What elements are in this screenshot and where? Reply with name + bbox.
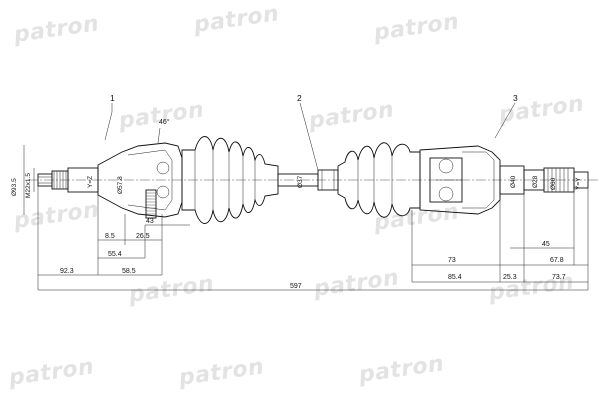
watermark-text: patron [371,9,460,46]
angle-label: 46° [159,118,170,126]
dim-dia-93: Ø93.5 [11,178,18,196]
dim-8-5: 8.5 [105,233,115,240]
right-spline-stub [499,165,589,195]
watermark-text: patron [11,11,100,48]
dim-dia-57: Ø57.8 [117,176,124,194]
dim-43: 43 [146,218,154,225]
right-dimension-lines [411,192,588,283]
callout-3: 3 [513,93,518,103]
watermark-text: patron [176,354,265,391]
dim-67-8: 67.8 [550,257,564,264]
callout-2: 2 [297,93,302,103]
dim-dia-60: Ø60 [550,177,557,190]
left-boot [181,136,279,224]
callout-1: 1 [110,93,115,103]
dim-thread: M22x1.5 [25,173,32,198]
dim-left-spline: Y=Z [87,176,94,188]
dim-45: 45 [542,241,550,248]
dim-right-spline: Y=Y [575,177,582,190]
dim-25-3: 25.3 [503,274,517,281]
dim-85-4: 85.4 [448,274,462,281]
dim-dia-40: Ø40 [510,175,517,188]
watermark-text: patron [496,91,585,128]
dim-73: 73 [448,257,456,264]
watermark-layer: patron patron patron patron patron patro… [6,1,585,391]
abs-ring [145,189,157,219]
dim-597: 597 [290,283,302,290]
dim-26-5: 26.5 [136,233,150,240]
watermark-text: patron [11,197,100,234]
dim-dia-28: Ø28 [532,175,539,188]
watermark-text: patron [126,271,215,308]
watermark-text: patron [356,351,445,388]
dim-58-5: 58.5 [122,268,136,275]
watermark-text: patron [116,97,205,134]
dim-73-7: 73.7 [552,274,566,281]
dim-92-3: 92.3 [60,268,74,275]
angle-leader [157,127,161,144]
watermark-text: patron [191,1,280,38]
watermark-text: patron [306,97,395,134]
dim-55-4: 55.4 [108,251,122,258]
callout-leaders [104,102,516,171]
left-dimension-lines [37,186,589,291]
dim-dia-37: Ø37 [297,175,304,188]
watermark-text: patron [371,199,460,236]
watermark-text: patron [6,354,95,391]
watermark-text: patron [311,265,400,302]
outer-cv-joint [97,142,183,219]
